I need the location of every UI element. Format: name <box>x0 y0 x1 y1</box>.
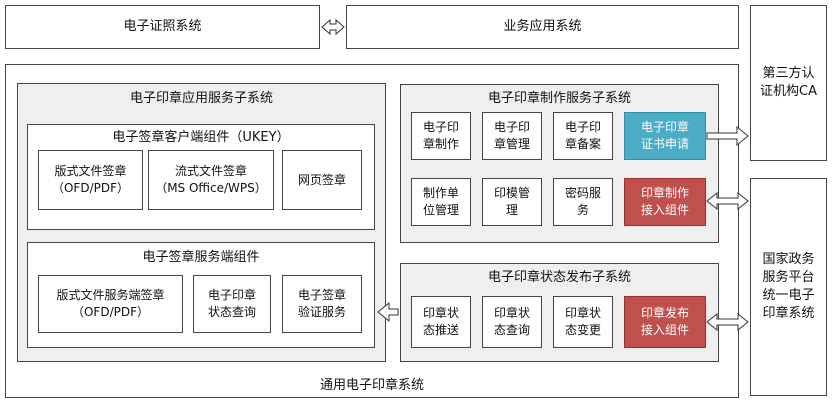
server-item-ofd: 版式文件服务端签章 （OFD/PDF） <box>38 275 183 333</box>
server-component-title: 电子签章服务端组件 <box>142 250 260 265</box>
client-item-web: 网页签章 <box>282 150 362 210</box>
publish-gov-double-arrow <box>706 312 749 332</box>
general-seal-system-title: 通用电子印章系统 <box>319 378 424 393</box>
client-item-ofd: 版式文件签章 （OFD/PDF） <box>38 150 143 210</box>
top-double-arrow <box>321 18 345 36</box>
status-item-change: 印章状 态变更 <box>553 296 613 348</box>
app-subsystem-title: 电子印章应用服务子系统 <box>129 91 273 106</box>
make-subsystem-title: 电子印章制作服务子系统 <box>487 91 631 106</box>
make-item-access-component: 印章制作 接入组件 <box>624 178 706 226</box>
server-item-status-query: 电子印章 状态查询 <box>193 275 271 333</box>
status-subsystem-title: 电子印章状态发布子系统 <box>487 270 631 285</box>
gov-platform-label: 国家政务 服务平台 统一电子 印章系统 <box>762 252 815 321</box>
status-to-server-arrow <box>377 301 399 323</box>
ecert-system-box: 电子证照系统 <box>5 5 320 49</box>
make-item-crypto: 密码服 务 <box>553 178 613 226</box>
client-component-title: 电子签章客户端组件（UKEY） <box>112 130 290 145</box>
status-item-publish-component: 印章发布 接入组件 <box>624 296 706 348</box>
server-item-verify: 电子签章 验证服务 <box>282 275 362 333</box>
status-item-push: 印章状 态推送 <box>411 296 471 348</box>
ca-box: 第三方认 证机构CA <box>750 5 827 161</box>
business-system-label: 业务应用系统 <box>503 19 582 34</box>
ca-label: 第三方认 证机构CA <box>760 66 817 99</box>
make-item-seal-manage: 电子印 章管理 <box>482 112 542 160</box>
gov-platform-box: 国家政务 服务平台 统一电子 印章系统 <box>750 178 827 396</box>
business-system-box: 业务应用系统 <box>346 5 739 49</box>
make-item-mold-manage: 印模管 理 <box>482 178 542 226</box>
make-gov-double-arrow <box>706 191 749 211</box>
make-item-seal-make: 电子印 章制作 <box>411 112 471 160</box>
status-item-query: 印章状 态查询 <box>482 296 542 348</box>
make-item-seal-record: 电子印 章备案 <box>553 112 613 160</box>
make-item-unit-manage: 制作单 位管理 <box>411 178 471 226</box>
client-item-office: 流式文件签章 （MS Office/WPS） <box>148 150 274 210</box>
cert-to-ca-arrow <box>706 125 749 147</box>
make-item-cert-apply: 电子印章 证书申请 <box>624 112 706 160</box>
ecert-system-label: 电子证照系统 <box>123 19 202 34</box>
